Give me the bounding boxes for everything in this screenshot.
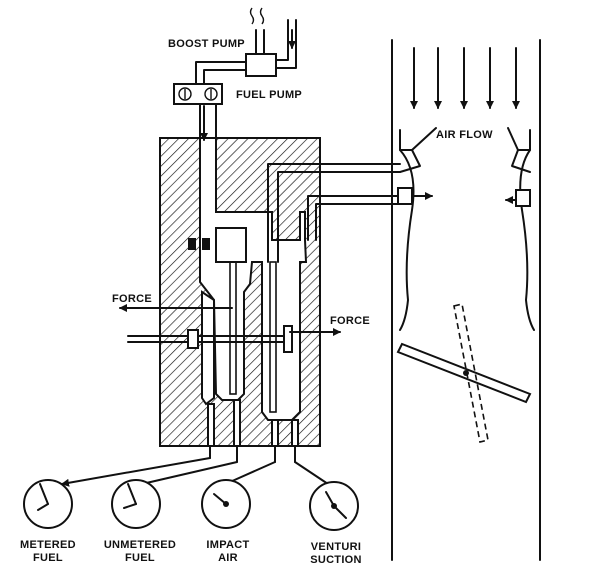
gauge-impact-air-line2: AIR bbox=[218, 552, 238, 564]
valve-seat-left bbox=[188, 238, 196, 250]
gauge-impact-air: IMPACT AIR bbox=[201, 479, 251, 564]
fuel-control-body bbox=[159, 137, 321, 447]
force-left-label: FORCE bbox=[112, 293, 152, 305]
air-flow-arrows bbox=[410, 47, 520, 109]
force-right-label: FORCE bbox=[330, 315, 370, 327]
gauge-metered-fuel-line1: METERED bbox=[20, 539, 76, 551]
gauge-lines bbox=[61, 445, 329, 487]
throttle-plate bbox=[396, 303, 532, 443]
boost-pump bbox=[245, 53, 277, 77]
gauge-unmetered-fuel-line2: FUEL bbox=[125, 552, 155, 564]
gauge-unmetered-fuel: UNMETERED FUEL bbox=[104, 479, 176, 564]
gauge-venturi-suction-line1: VENTURI bbox=[311, 541, 361, 553]
fuel-pump bbox=[173, 83, 223, 105]
gauge-unmetered-fuel-line1: UNMETERED bbox=[104, 539, 176, 551]
gauge-venturi-suction: VENTURI SUCTION bbox=[309, 481, 362, 566]
fuel-supply-piping bbox=[195, 7, 297, 141]
force-rod bbox=[127, 325, 293, 353]
gauge-metered-fuel-line2: FUEL bbox=[33, 552, 63, 564]
gauge-impact-air-line1: IMPACT bbox=[206, 539, 249, 551]
boost-pump-label: BOOST PUMP bbox=[168, 38, 245, 50]
gauge-venturi-suction-line2: SUCTION bbox=[310, 554, 362, 566]
air-flow-label: AIR FLOW bbox=[436, 129, 493, 141]
air-lines bbox=[267, 163, 401, 263]
valve-seat-right bbox=[202, 238, 210, 250]
venturi-body bbox=[391, 39, 541, 561]
gauge-metered-fuel: METERED FUEL bbox=[20, 479, 76, 564]
fuel-pump-label: FUEL PUMP bbox=[236, 89, 302, 101]
